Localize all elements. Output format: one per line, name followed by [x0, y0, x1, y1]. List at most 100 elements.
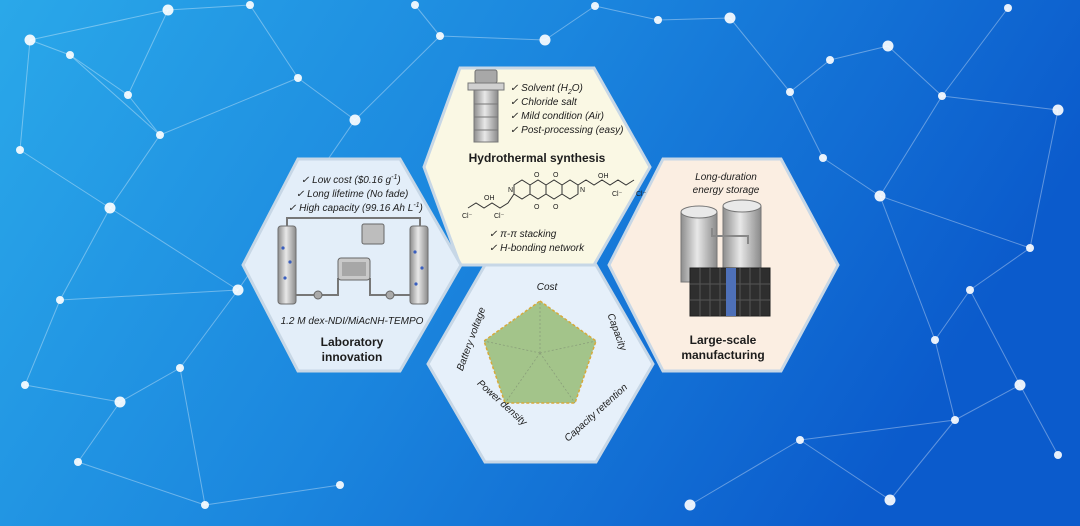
network-edge: [689, 439, 801, 506]
network-node: [294, 74, 302, 82]
bonding-checklist: ✓ π-π stacking ✓ H-bonding network: [489, 229, 585, 254]
network-node: [591, 2, 599, 10]
network-edge: [729, 17, 791, 93]
network-edge: [789, 91, 824, 159]
svg-text:Cl⁻: Cl⁻: [462, 213, 473, 220]
network-edge: [414, 4, 441, 37]
network-node: [654, 16, 662, 24]
network-edge: [24, 384, 121, 403]
network-edge: [969, 247, 1031, 291]
network-edge: [594, 5, 659, 21]
network-node: [938, 92, 946, 100]
storage-tanks-illustration: [680, 199, 771, 317]
autoclave-icon: [467, 69, 505, 143]
network-node: [21, 381, 29, 389]
network-edge: [109, 207, 239, 291]
network-edge: [954, 384, 1021, 421]
network-edge: [1029, 109, 1059, 249]
network-node: [176, 364, 184, 372]
network-edge: [249, 4, 299, 79]
network-edge: [77, 461, 206, 506]
network-edge: [934, 289, 971, 341]
network-edge: [889, 419, 956, 501]
svg-text:✓ Long lifetime (No fade): ✓ Long lifetime (No fade): [296, 189, 408, 200]
network-node: [232, 284, 244, 296]
network-edge: [29, 9, 169, 41]
network-edge: [297, 77, 356, 121]
network-node: [349, 114, 361, 126]
laboratory-checklist: ✓ Low cost ($0.16 g-1) ✓ Long lifetime (…: [288, 174, 423, 214]
laboratory-title-line1: Laboratory: [321, 335, 384, 349]
network-node: [1026, 244, 1034, 252]
network-node: [966, 286, 974, 294]
network-node: [882, 40, 894, 52]
svg-text:Cl⁻: Cl⁻: [494, 213, 505, 220]
network-edge: [829, 45, 889, 61]
svg-text:✓ Mild condition (Air): ✓ Mild condition (Air): [510, 111, 604, 122]
network-edge: [799, 419, 956, 441]
network-edge: [822, 157, 881, 197]
svg-text:O: O: [553, 172, 559, 179]
svg-text:✓ Solvent (H2O): ✓ Solvent (H2O): [510, 83, 583, 96]
network-edge: [119, 367, 181, 403]
svg-text:✓ π-π stacking: ✓ π-π stacking: [489, 229, 557, 240]
radar-spoke-voltage: [483, 340, 541, 354]
network-node: [411, 1, 419, 9]
network-edge: [59, 289, 239, 301]
svg-text:✓ Low cost ($0.16 g-1): ✓ Low cost ($0.16 g-1): [301, 174, 401, 186]
network-edge: [1019, 384, 1059, 456]
network-node: [24, 34, 36, 46]
network-node: [884, 494, 896, 506]
network-node: [931, 336, 939, 344]
network-node: [724, 12, 736, 24]
network-edge: [24, 299, 61, 386]
svg-text:OH: OH: [598, 173, 609, 180]
network-node: [874, 190, 886, 202]
network-edge: [77, 401, 121, 463]
network-edge: [69, 54, 161, 136]
radar-label-cost: Cost: [537, 282, 559, 293]
network-node: [114, 396, 126, 408]
network-edge: [159, 77, 299, 136]
network-node: [124, 91, 132, 99]
laboratory-title-line2: innovation: [322, 350, 383, 364]
network-node: [1054, 451, 1062, 459]
network-edge: [179, 289, 239, 369]
network-edge: [879, 195, 1031, 249]
network-edge: [109, 134, 161, 209]
network-edge: [879, 95, 943, 197]
network-node: [201, 501, 209, 509]
network-edge: [934, 339, 956, 421]
svg-text:✓ H-bonding network: ✓ H-bonding network: [489, 243, 585, 254]
network-node: [104, 202, 116, 214]
network-edge: [19, 39, 31, 151]
network-edge: [799, 439, 891, 501]
dex-ndi-molecule: [467, 179, 635, 209]
network-edge: [127, 9, 169, 96]
hydrothermal-title: Hydrothermal synthesis: [469, 151, 606, 165]
network-edge: [59, 207, 111, 301]
svg-text:N: N: [580, 187, 585, 194]
radar-chart: [483, 300, 597, 404]
network-node: [819, 154, 827, 162]
network-edge: [887, 45, 943, 97]
network-node: [246, 1, 254, 9]
radar-spoke-capacity: [539, 340, 597, 354]
storage-note-line2: energy storage: [693, 185, 760, 196]
large-scale-title-line2: manufacturing: [681, 348, 764, 362]
network-edge: [29, 39, 71, 56]
network-node: [1004, 4, 1012, 12]
svg-text:O: O: [534, 204, 540, 211]
network-node: [156, 131, 164, 139]
network-node: [56, 296, 64, 304]
network-edge: [204, 484, 341, 506]
svg-text:N: N: [508, 187, 513, 194]
network-node: [786, 88, 794, 96]
network-node: [16, 146, 24, 154]
svg-text:O: O: [553, 204, 559, 211]
network-edge: [789, 59, 831, 93]
network-node: [539, 34, 551, 46]
network-edge: [167, 4, 251, 11]
network-node: [74, 458, 82, 466]
network-edge: [657, 17, 731, 21]
